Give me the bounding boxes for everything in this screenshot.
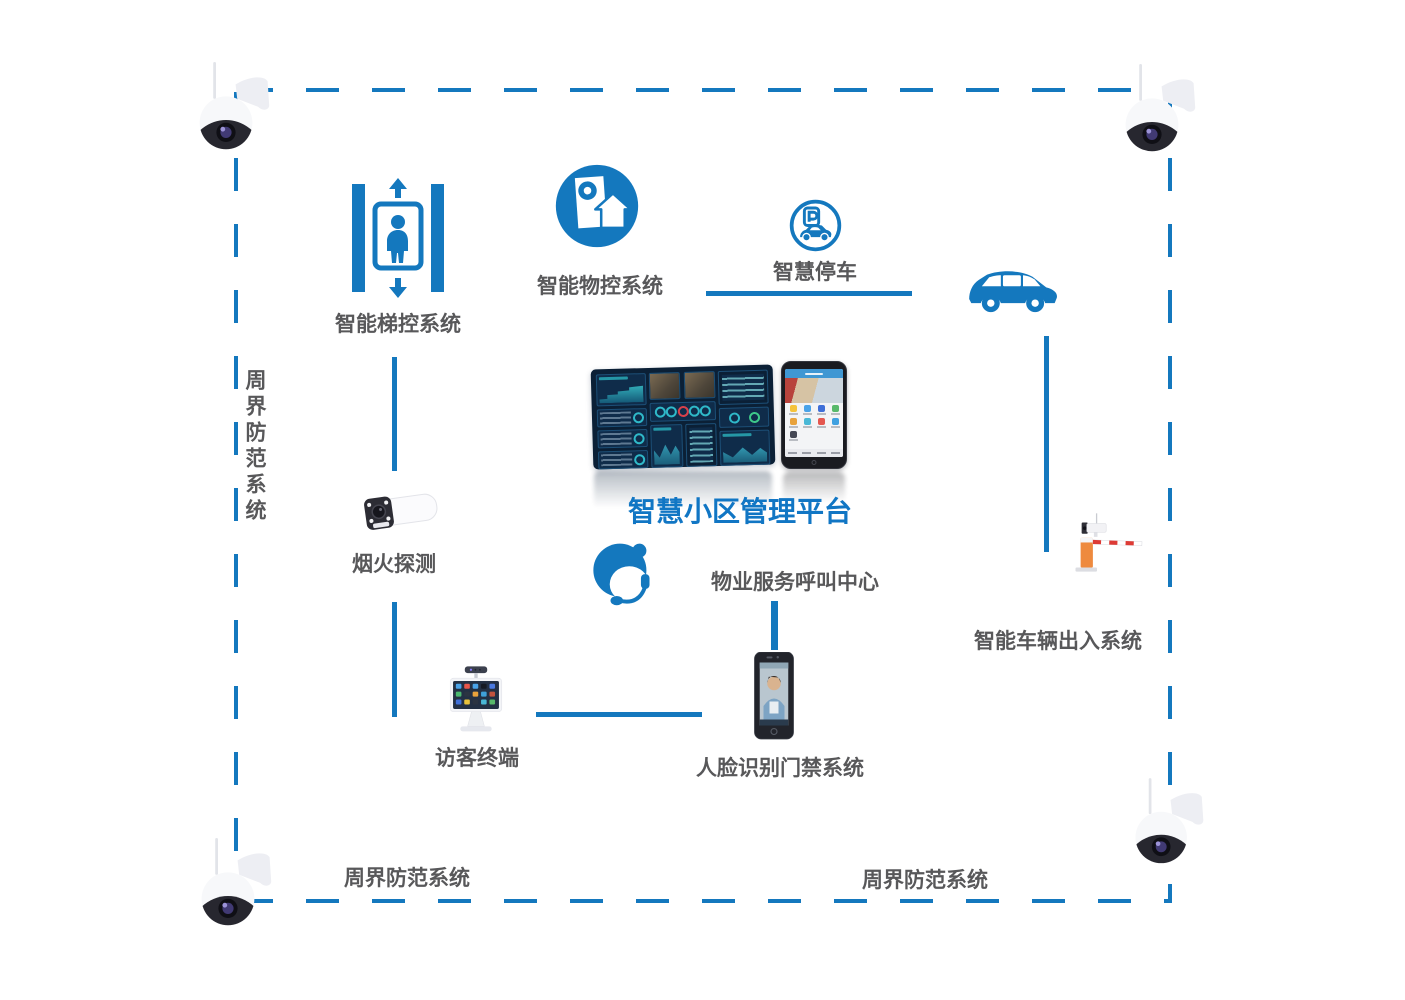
ptz-camera-icon [199,62,270,150]
node-face-access [753,651,795,746]
face-terminal-icon [754,651,794,740]
dashboard-left-column [595,373,649,470]
node-vehicle-access [1052,513,1144,579]
connector-elevator-smoke [392,357,397,471]
dashboard-monitor [590,364,776,470]
ptz-camera-icon [1135,778,1204,864]
perimeter-border-bottom [240,899,1172,903]
connector-car-barrier [1044,336,1049,552]
parking-icon [789,199,842,252]
connector-callcenter-face [771,601,778,650]
vehicle-access-label: 智能车辆出入系统 [974,629,1142,653]
node-smoke-detection [358,484,444,540]
camera-feed-thumbnail [683,371,716,399]
node-visitor-terminal [448,666,504,738]
visitor-terminal-icon [449,666,503,732]
smoke-detection-label: 烟火探测 [352,552,436,576]
barrier-gate-icon [1075,513,1143,572]
connector-terminal-face [536,712,702,717]
property-control-label: 智能物控系统 [537,274,663,298]
mobile-app-tabbar [785,449,843,457]
car-icon [969,271,1057,313]
elevator-control-label: 智能梯控系统 [335,312,461,336]
bullet-camera-icon [364,493,438,530]
camera-feed-thumbnail [648,372,681,400]
node-call-center [584,538,662,622]
monitor-reflection [594,471,772,517]
mobile-app-banner [785,378,843,403]
call-center-label: 物业服务呼叫中心 [711,570,879,594]
ptz-camera-icon [201,838,272,926]
mobile-app-header [785,369,843,378]
elevator-icon [352,178,444,298]
perimeter-bottom-right-label: 周界防范系统 [862,868,988,892]
connector-parking-underline [706,291,912,296]
dashboard-right-column [717,369,771,466]
smart-parking-label: 智慧停车 [773,260,857,284]
visitor-terminal-label: 访客终端 [435,746,519,770]
home-control-icon [555,164,639,248]
platform-title: 智慧小区管理平台 [627,495,852,528]
mobile-app-screen [785,369,843,457]
mobile-app-phone [781,361,847,469]
perimeter-side-label: 周界防范系统 [243,369,267,525]
dashboard-center-column [648,371,718,468]
mobile-app-icon-grid [785,403,843,449]
perimeter-border-left [234,92,238,903]
node-elevator-control [350,178,446,302]
perimeter-bottom-left-label: 周界防范系统 [344,866,470,890]
phone-reflection [783,472,845,510]
phone-home-button [811,460,817,465]
face-access-label: 人脸识别门禁系统 [696,756,864,780]
headset-agent-icon [593,543,650,606]
perimeter-border-right [1168,92,1172,903]
node-property-control [555,164,639,252]
node-smart-parking [789,199,842,256]
connector-smoke-terminal [392,602,397,717]
ptz-camera-icon [1125,64,1196,152]
perimeter-border-top [240,88,1172,92]
